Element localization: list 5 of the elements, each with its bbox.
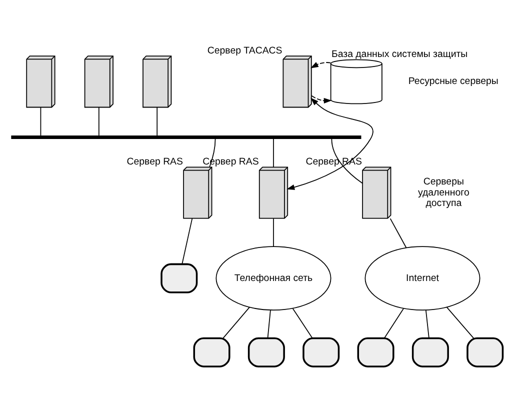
- label: Ресурсные серверы: [408, 76, 498, 88]
- node-label: Сервер TACACS: [207, 45, 282, 56]
- node-label: Сервер RAS: [126, 156, 183, 168]
- node-label: База данных системы защиты: [332, 48, 468, 60]
- label: Серверы удаленного доступа: [418, 176, 470, 209]
